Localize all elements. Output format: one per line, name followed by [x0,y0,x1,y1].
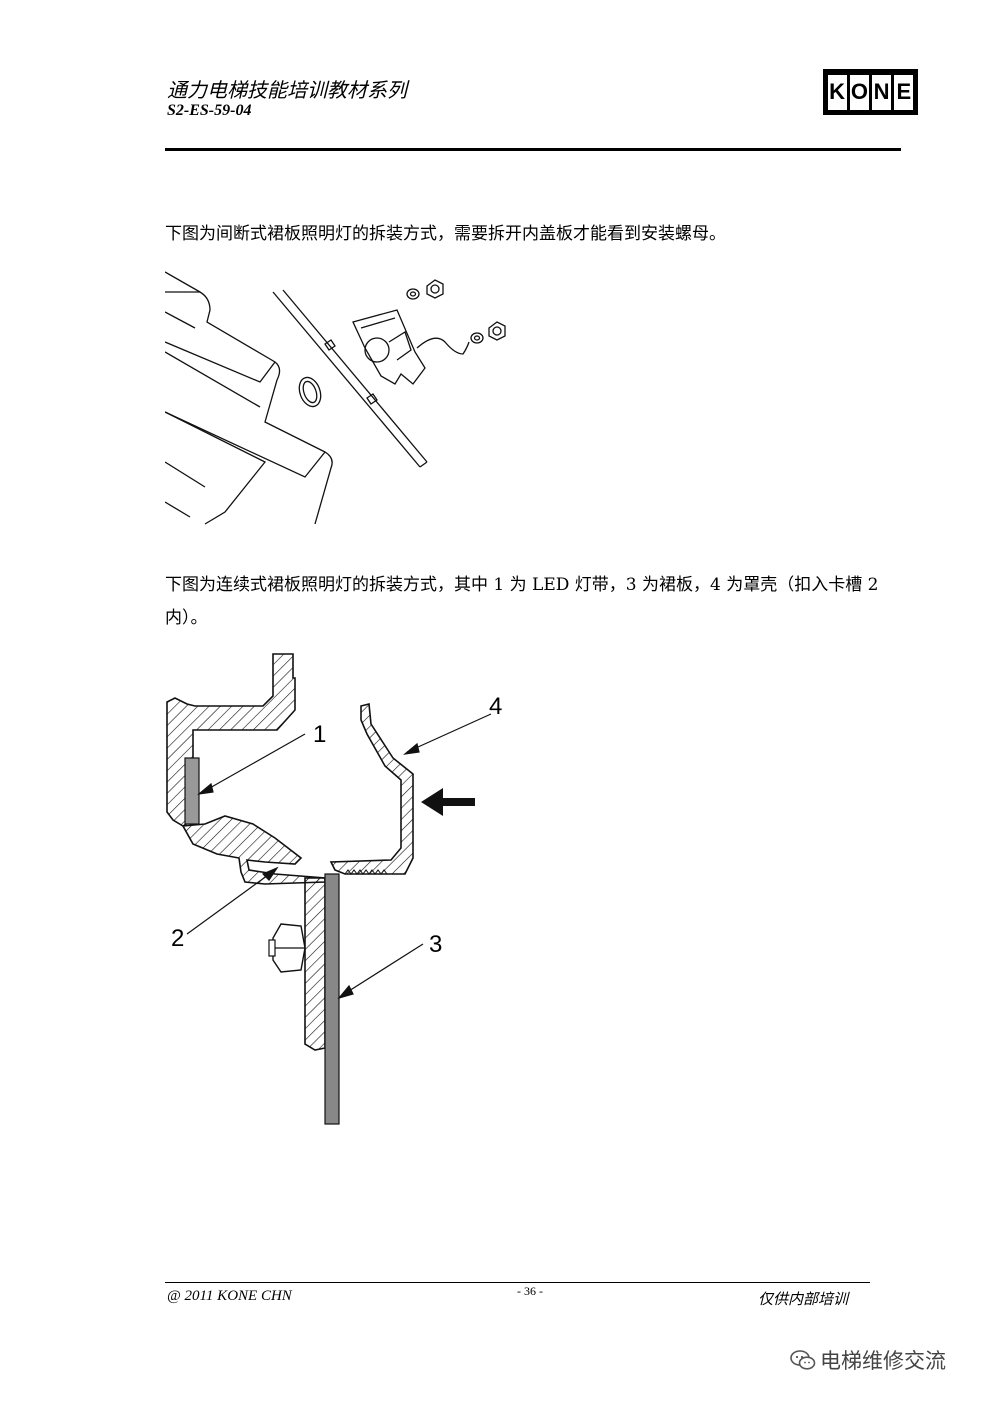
skirt-panel [324,873,340,1125]
aluminium-profile [166,653,296,827]
page-number: - 36 - [517,1284,543,1298]
footer-divider [165,1282,870,1283]
callout-label-2: 2 [171,925,184,952]
document-series-title: 通力电梯技能培训教材系列 [167,78,407,102]
logo-letter: O [849,74,869,110]
callout-label-1: 1 [313,721,326,748]
kone-logo: K O N E [823,69,918,115]
document-code: S2-ES-59-04 [167,102,252,119]
watermark: 电梯维修交流 [790,1345,946,1375]
paragraph-continuous-light: 下图为连续式裙板照明灯的拆装方式，其中 1 为 LED 灯带，3 为裙板，4 为… [165,575,879,628]
footer-copyright: @ 2011 KONE CHN [167,1288,292,1304]
figure-intermittent-light [165,271,506,525]
logo-letter: K [827,74,847,110]
wechat-icon [790,1350,816,1370]
cover [329,702,414,875]
paragraph-intermittent-light: 下图为间断式裙板照明灯的拆装方式，需要拆开内盖板才能看到安装螺母。 [165,224,726,244]
logo-letter: N [872,74,892,110]
logo-letter: E [894,74,914,110]
header-divider [165,148,901,151]
callout-label-3: 3 [429,931,442,958]
figure-continuous-light-section: 1 2 3 4 [166,653,502,1125]
footer-internal-note: 仅供内部培训 [758,1290,849,1308]
mounting-bracket [304,877,326,1051]
insert-arrow [421,788,475,816]
led-strip [184,757,200,825]
watermark-text: 电梯维修交流 [820,1349,946,1373]
callout-label-4: 4 [489,693,502,720]
